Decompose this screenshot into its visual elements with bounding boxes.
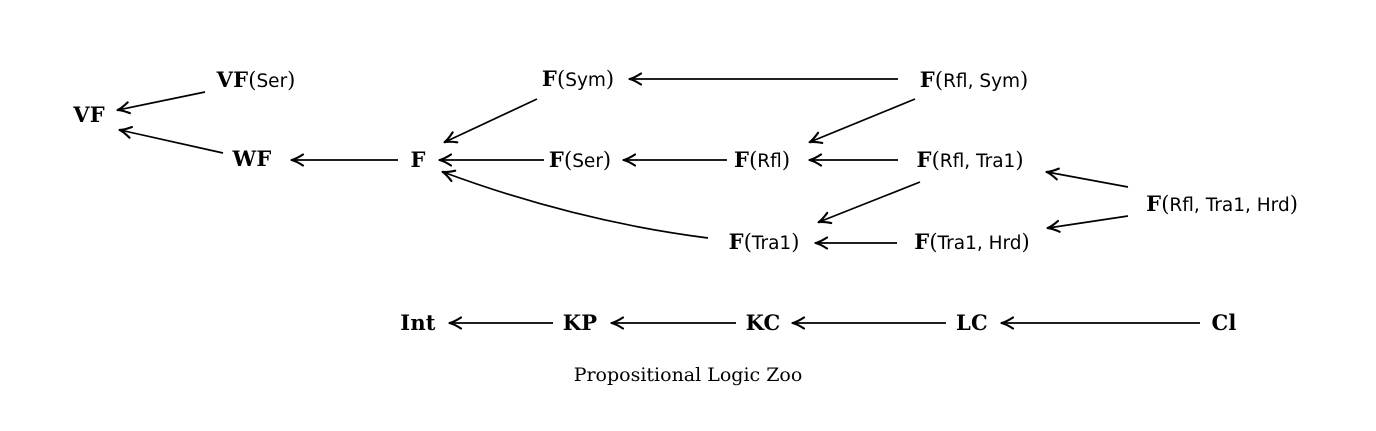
paren-open: ( [931,147,940,172]
node-args-label: Rfl, Sym [943,70,1021,92]
node-bold-label: VF [73,102,105,127]
paren-open: ( [929,229,938,254]
node-bold-label: F [916,146,932,172]
paren-open: ( [563,147,573,172]
paren-close: ) [781,147,791,172]
node-f-sym: F(Sym) [542,68,614,91]
node-f: F [410,149,425,171]
node-args-label: Sym [565,69,606,91]
paren-open: ( [556,66,566,91]
node-bold-label: F [914,228,930,254]
paren-open: ( [934,67,944,92]
arrow-f-rfl-tra1-to-f-tra1 [819,181,921,222]
arrow-f-rfl-tra1-hrd-to-f-tra1-hrd [1048,215,1129,228]
paren-close: ) [1289,191,1298,216]
node-args-label: Rfl, Tra1, Hrd [1169,194,1290,216]
node-bold-label: KP [562,310,598,335]
node-bold-label: KC [745,310,781,335]
arrow-f-sym-to-f [445,98,538,142]
node-f-tra1: F(Tra1) [729,231,800,254]
arrow-wf-to-vf [120,130,224,154]
diagram-edges [118,79,1200,323]
node-kp: KP [563,312,597,334]
arrow-f-rfl-sym-to-f-rfl [810,98,916,142]
node-bold-label: WF [232,146,272,171]
node-cl: Cl [1211,312,1236,334]
paren-open: ( [248,67,257,92]
node-args-label: Ser [256,70,288,92]
node-int: Int [400,312,435,334]
node-f-rfl-tra1: F(Rfl, Tra1) [916,149,1023,172]
node-lc: LC [956,312,988,334]
node-bold-label: F [548,146,564,172]
node-f-tra1-hrd: F(Tra1, Hrd) [914,231,1030,254]
node-bold-label: F [919,66,935,92]
arrow-f-tra1-to-f [443,172,709,239]
paren-close: ) [1021,229,1030,254]
paren-close: ) [602,147,612,172]
arrow-f-rfl-tra1-hrd-to-f-rfl-tra1 [1047,172,1129,188]
node-args-label: Tra1 [751,232,792,254]
node-f-rfl: F(Rfl) [734,149,790,172]
node-bold-label: F [410,147,426,172]
node-bold-label: VF [216,66,249,92]
node-bold-label: F [733,146,750,172]
node-bold-label: F [1146,190,1162,216]
paren-close: ) [287,67,296,92]
node-bold-label: LC [956,310,988,335]
node-bold-label: Int [400,310,436,335]
node-f-rfl-tra1-hrd: F(Rfl, Tra1, Hrd) [1146,193,1298,216]
node-wf: WF [233,148,272,170]
node-args-label: Ser [572,150,603,172]
paren-close: ) [1020,67,1029,92]
paren-open: ( [749,147,758,172]
node-args-label: Rfl [757,150,782,172]
diagram-caption: Propositional Logic Zoo [573,364,803,386]
paren-close: ) [791,229,800,254]
node-vf: VF [73,104,105,126]
node-kc: KC [746,312,781,334]
node-bold-label: F [541,65,557,91]
paren-close: ) [1015,147,1024,172]
paren-open: ( [1161,191,1170,216]
node-bold-label: Cl [1211,310,1237,335]
paren-close: ) [605,66,615,91]
paren-open: ( [743,229,752,254]
node-f-ser: F(Ser) [549,149,611,172]
node-f-rfl-sym: F(Rfl, Sym) [920,69,1029,92]
node-args-label: Rfl, Tra1 [939,150,1016,172]
node-args-label: Tra1, Hrd [937,232,1022,254]
node-bold-label: F [728,228,744,254]
node-vf-ser: VF(Ser) [217,69,296,92]
arrow-vf-ser-to-vf [118,91,206,110]
